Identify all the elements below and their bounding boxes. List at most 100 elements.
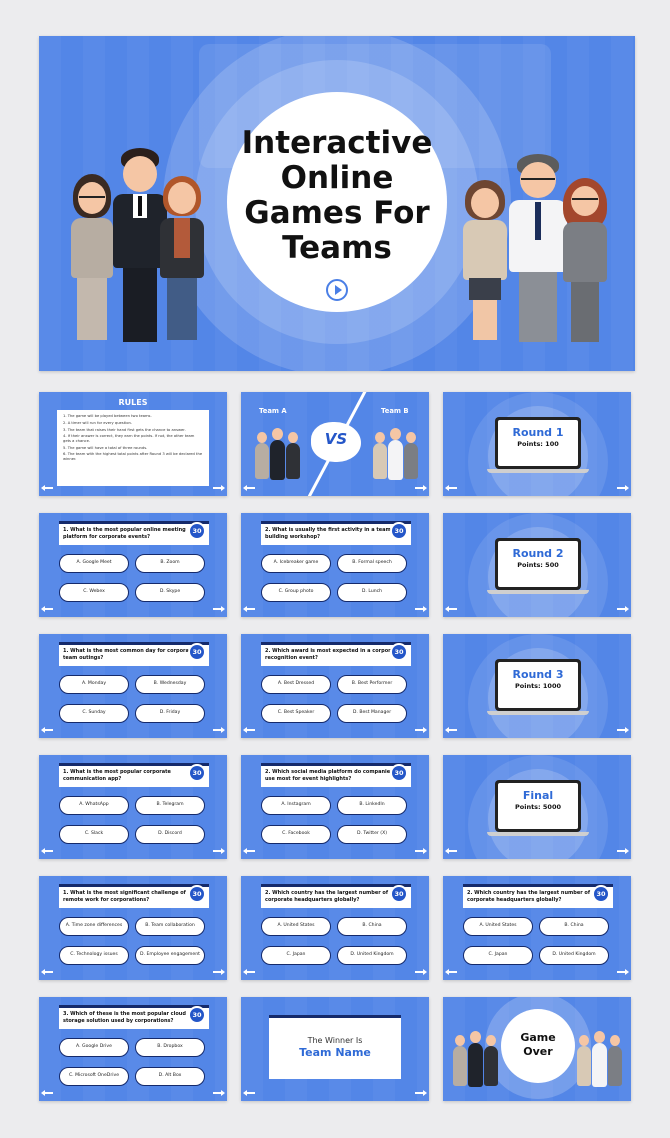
answer-option-d[interactable]: D. Twitter (X) bbox=[337, 825, 407, 844]
prev-arrow-icon[interactable] bbox=[41, 606, 53, 612]
answer-option-a[interactable]: A. United States bbox=[261, 917, 331, 936]
question-slide[interactable]: 1. What is the most significant challeng… bbox=[39, 876, 227, 980]
answer-option-a[interactable]: A. Instagram bbox=[261, 796, 331, 815]
game-over-slide[interactable]: Game Over bbox=[443, 997, 631, 1101]
prev-arrow-icon[interactable] bbox=[445, 606, 457, 612]
prev-arrow-icon[interactable] bbox=[41, 727, 53, 733]
next-arrow-icon[interactable] bbox=[617, 485, 629, 491]
question-text: 2. What is usually the first activity in… bbox=[261, 521, 411, 545]
next-arrow-icon[interactable] bbox=[617, 606, 629, 612]
answer-option-c[interactable]: C. Sunday bbox=[59, 704, 129, 723]
round-slide[interactable]: Round 3 Points: 1000 bbox=[443, 634, 631, 738]
next-arrow-icon[interactable] bbox=[213, 848, 225, 854]
answer-option-c[interactable]: C. Group photo bbox=[261, 583, 331, 602]
next-arrow-icon[interactable] bbox=[415, 606, 427, 612]
next-arrow-icon[interactable] bbox=[617, 969, 629, 975]
question-slide[interactable]: 2. Which social media platform do compan… bbox=[241, 755, 429, 859]
laptop-base bbox=[487, 832, 589, 836]
prev-arrow-icon[interactable] bbox=[243, 1090, 255, 1096]
answer-option-d[interactable]: D. Discord bbox=[135, 825, 205, 844]
answer-option-a[interactable]: A. Google Meet bbox=[59, 554, 129, 573]
prev-arrow-icon[interactable] bbox=[243, 969, 255, 975]
answer-option-b[interactable]: B. Team collaboration bbox=[135, 917, 205, 936]
answer-option-d[interactable]: D. United Kingdom bbox=[539, 946, 609, 965]
answer-option-c[interactable]: C. Technology issues bbox=[59, 946, 129, 965]
answer-option-d[interactable]: D. United Kingdom bbox=[337, 946, 407, 965]
answer-option-c[interactable]: C. Microsoft OneDrive bbox=[59, 1067, 129, 1086]
question-slide[interactable]: 2. Which country has the largest number … bbox=[443, 876, 631, 980]
prev-arrow-icon[interactable] bbox=[41, 969, 53, 975]
next-arrow-icon[interactable] bbox=[213, 1090, 225, 1096]
question-slide[interactable]: 2. What is usually the first activity in… bbox=[241, 513, 429, 617]
question-slide[interactable]: 1. What is the most popular corporate co… bbox=[39, 755, 227, 859]
answer-option-b[interactable]: B. Telegram bbox=[135, 796, 205, 815]
answer-option-a[interactable]: A. Best Dressed bbox=[261, 675, 331, 694]
answer-option-d[interactable]: D. Skype bbox=[135, 583, 205, 602]
answer-option-c[interactable]: C. Japan bbox=[261, 946, 331, 965]
prev-arrow-icon[interactable] bbox=[243, 485, 255, 491]
answer-option-b[interactable]: B. Best Performer bbox=[337, 675, 407, 694]
question-slide[interactable]: 1. What is the most common day for corpo… bbox=[39, 634, 227, 738]
answer-option-b[interactable]: B. China bbox=[539, 917, 609, 936]
prev-arrow-icon[interactable] bbox=[445, 848, 457, 854]
answer-option-b[interactable]: B. Formal speech bbox=[337, 554, 407, 573]
round-slide[interactable]: Round 2 Points: 500 bbox=[443, 513, 631, 617]
next-arrow-icon[interactable] bbox=[415, 848, 427, 854]
answer-option-a[interactable]: A. Monday bbox=[59, 675, 129, 694]
answer-option-b[interactable]: B. Dropbox bbox=[135, 1038, 205, 1057]
round-slide[interactable]: Final Points: 5000 bbox=[443, 755, 631, 859]
prev-arrow-icon[interactable] bbox=[445, 969, 457, 975]
round-name: Round 1 bbox=[512, 426, 564, 439]
round-slide[interactable]: Round 1 Points: 100 bbox=[443, 392, 631, 496]
answer-option-d[interactable]: D. Best Manager bbox=[337, 704, 407, 723]
next-arrow-icon[interactable] bbox=[617, 727, 629, 733]
answer-option-d[interactable]: D. Employee engagement bbox=[135, 946, 205, 965]
answer-option-d[interactable]: D. Friday bbox=[135, 704, 205, 723]
answer-option-b[interactable]: B. China bbox=[337, 917, 407, 936]
next-arrow-icon[interactable] bbox=[213, 606, 225, 612]
next-arrow-icon[interactable] bbox=[213, 485, 225, 491]
prev-arrow-icon[interactable] bbox=[445, 727, 457, 733]
answer-option-c[interactable]: C. Facebook bbox=[261, 825, 331, 844]
winner-label: The Winner Is bbox=[307, 1036, 363, 1045]
prev-arrow-icon[interactable] bbox=[41, 848, 53, 854]
prev-arrow-icon[interactable] bbox=[41, 485, 53, 491]
versus-slide[interactable]: Team A Team B VS bbox=[241, 392, 429, 496]
answer-option-a[interactable]: A. Google Drive bbox=[59, 1038, 129, 1057]
prev-arrow-icon[interactable] bbox=[243, 606, 255, 612]
next-arrow-icon[interactable] bbox=[415, 969, 427, 975]
prev-arrow-icon[interactable] bbox=[243, 848, 255, 854]
question-slide[interactable]: 2. Which country has the largest number … bbox=[241, 876, 429, 980]
answer-option-b[interactable]: B. Zoom bbox=[135, 554, 205, 573]
prev-arrow-icon[interactable] bbox=[445, 485, 457, 491]
answer-option-d[interactable]: D. Alt Box bbox=[135, 1067, 205, 1086]
next-arrow-icon[interactable] bbox=[415, 485, 427, 491]
question-slide[interactable]: 1. What is the most popular online meeti… bbox=[39, 513, 227, 617]
answer-option-c[interactable]: C. Slack bbox=[59, 825, 129, 844]
play-circle-icon[interactable] bbox=[326, 279, 348, 301]
answer-option-c[interactable]: C. Japan bbox=[463, 946, 533, 965]
answer-option-c[interactable]: C. Best Speaker bbox=[261, 704, 331, 723]
next-arrow-icon[interactable] bbox=[617, 848, 629, 854]
round-points: Points: 1000 bbox=[514, 682, 561, 690]
answer-option-b[interactable]: B. LinkedIn bbox=[337, 796, 407, 815]
answer-option-a[interactable]: A. United States bbox=[463, 917, 533, 936]
next-arrow-icon[interactable] bbox=[415, 727, 427, 733]
answer-option-c[interactable]: C. Webex bbox=[59, 583, 129, 602]
next-arrow-icon[interactable] bbox=[213, 727, 225, 733]
next-arrow-icon[interactable] bbox=[415, 1090, 427, 1096]
question-slide[interactable]: 2. Which award is most expected in a cor… bbox=[241, 634, 429, 738]
hero-slide[interactable]: Interactive Online Games For Teams bbox=[39, 36, 635, 371]
answer-option-b[interactable]: B. Wednesday bbox=[135, 675, 205, 694]
answer-option-a[interactable]: A. Time zone differences bbox=[59, 917, 129, 936]
question-text: 2. Which social media platform do compan… bbox=[261, 763, 411, 787]
answer-option-d[interactable]: D. Lunch bbox=[337, 583, 407, 602]
rules-slide[interactable]: RULES 1. The game will be played between… bbox=[39, 392, 227, 496]
prev-arrow-icon[interactable] bbox=[41, 1090, 53, 1096]
answer-option-a[interactable]: A. WhatsApp bbox=[59, 796, 129, 815]
answer-option-a[interactable]: A. Icebreaker game bbox=[261, 554, 331, 573]
prev-arrow-icon[interactable] bbox=[243, 727, 255, 733]
winner-slide[interactable]: The Winner Is Team Name bbox=[241, 997, 429, 1101]
question-slide[interactable]: 3. Which of these is the most popular cl… bbox=[39, 997, 227, 1101]
next-arrow-icon[interactable] bbox=[213, 969, 225, 975]
